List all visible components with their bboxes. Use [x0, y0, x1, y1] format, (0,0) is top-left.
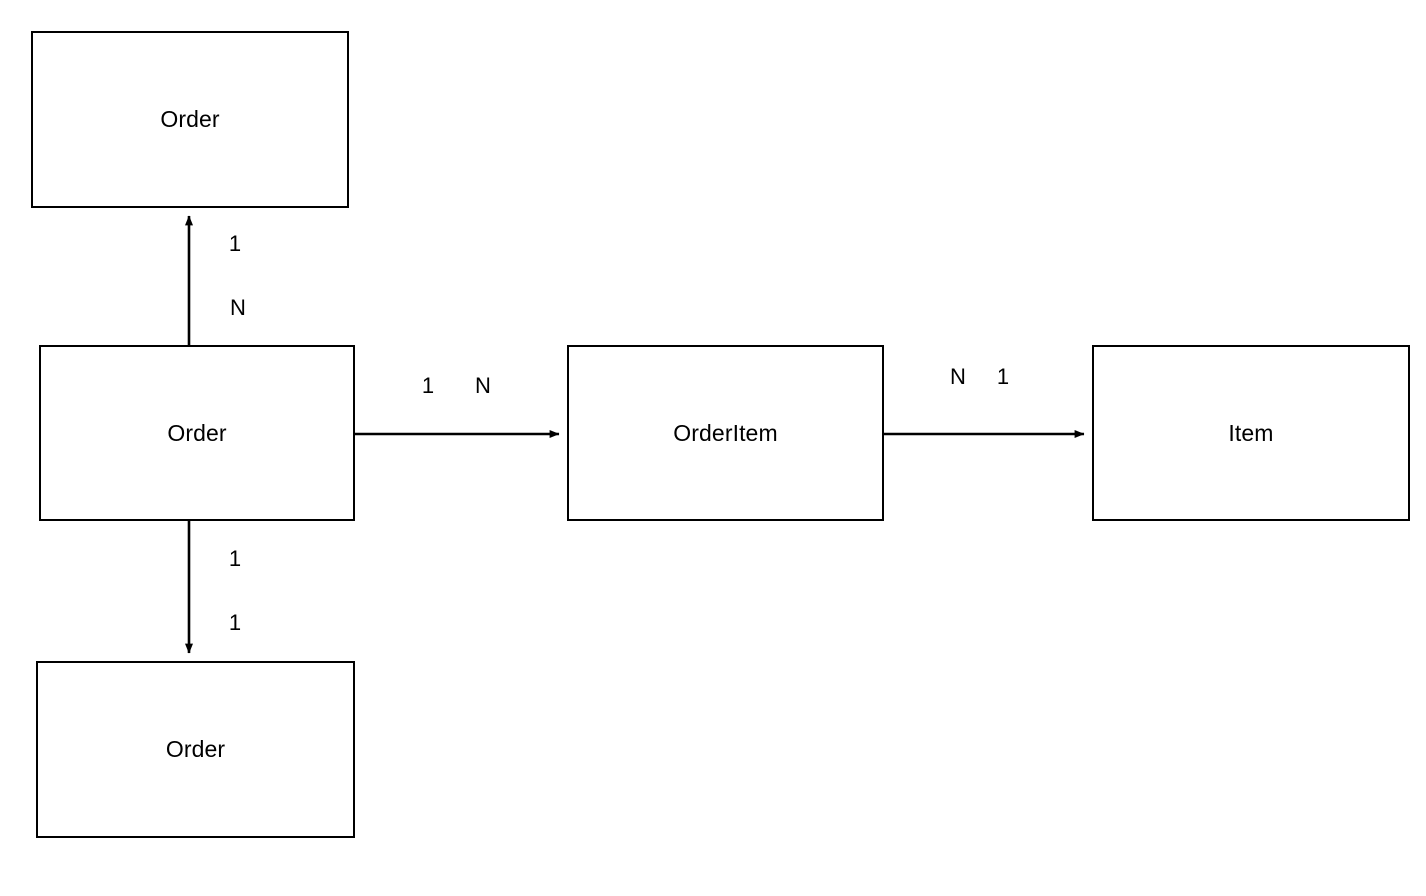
entity-box-order-bottom[interactable]: Order	[36, 661, 355, 838]
cardinality-label-far-right-many: N	[950, 364, 966, 389]
entity-label-item: Item	[1228, 419, 1274, 446]
cardinality-label-bottom-one-upper: 1	[228, 546, 242, 571]
cardinality-label-bottom-one-lower: 1	[228, 610, 242, 635]
entity-box-order-middle[interactable]: Order	[39, 345, 355, 521]
entity-label-order-top: Order	[160, 106, 220, 132]
cardinality-label-top-many: N	[230, 295, 246, 320]
cardinality-label-top-one: 1	[228, 231, 242, 256]
cardinality-label-right-many: N	[475, 373, 491, 398]
entity-label-orderitem: OrderItem	[673, 419, 778, 446]
entity-box-item[interactable]: Item	[1092, 345, 1410, 521]
entity-label-order-bottom: Order	[165, 736, 226, 762]
entity-box-order-top[interactable]: Order	[31, 31, 349, 208]
cardinality-label-right-one: 1	[421, 373, 435, 398]
cardinality-label-far-right-one: 1	[996, 364, 1010, 389]
entity-label-order-middle: Order	[167, 419, 227, 446]
entity-box-orderitem[interactable]: OrderItem	[567, 345, 884, 521]
